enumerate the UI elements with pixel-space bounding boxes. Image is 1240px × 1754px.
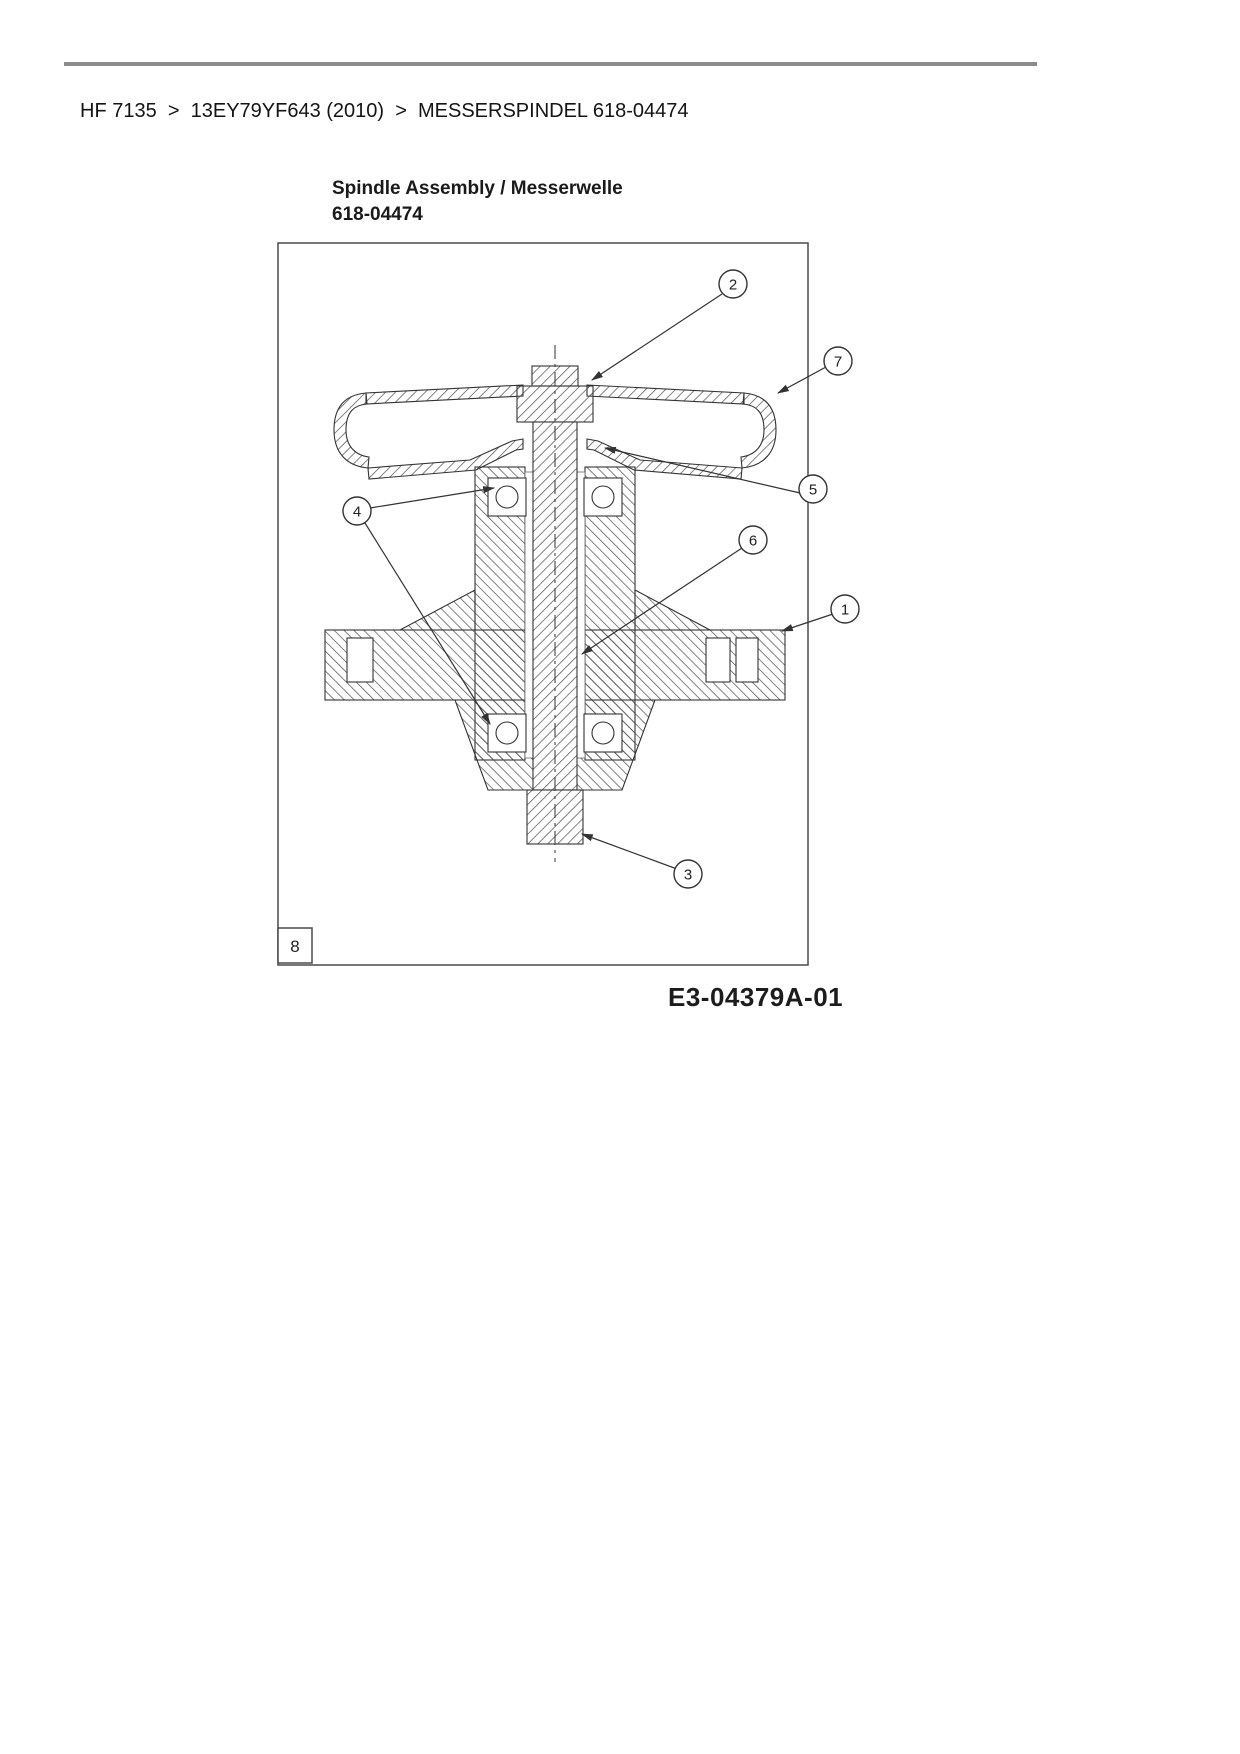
- callout-4-label: 4: [353, 503, 361, 520]
- drawing-number: E3-04379A-01: [668, 982, 844, 1012]
- callout-1-label: 1: [841, 601, 849, 618]
- diagram-title-line1: Spindle Assembly / Messerwelle: [332, 178, 623, 199]
- bearings: [487, 477, 623, 753]
- callout-8-label: 8: [290, 937, 299, 956]
- flange-slot: [346, 637, 374, 683]
- callout-6: 6: [738, 525, 768, 555]
- callout-5-label: 5: [809, 481, 817, 498]
- callout-5: 5: [798, 474, 828, 504]
- breadcrumb: HF 7135 > 13EY79YF643 (2010) > MESSERSPI…: [80, 100, 689, 122]
- bearing-ball-icon: [495, 721, 519, 745]
- callout-7: 7: [823, 346, 853, 376]
- callout-2: 2: [718, 269, 748, 299]
- flange-slot: [735, 637, 759, 683]
- bearing-bottom-left: [487, 713, 527, 753]
- callout-6-label: 6: [749, 532, 757, 549]
- spindle-assembly-drawing: 2 7 5 4 6 1 3 8: [277, 242, 860, 966]
- bearing-ball-icon: [591, 485, 615, 509]
- diagram-title-line2: 618-04474: [332, 204, 423, 225]
- callout-7-label: 7: [834, 353, 842, 370]
- flange-slot: [705, 637, 731, 683]
- bearing-ball-icon: [591, 721, 615, 745]
- diagram-title: Spindle Assembly / Messerwelle 618-04474: [332, 176, 623, 228]
- leader-lines: [364, 293, 834, 870]
- callout-8-box: 8: [277, 927, 313, 964]
- callout-4: 4: [342, 496, 372, 526]
- header-divider: [64, 62, 1037, 66]
- callout-3-label: 3: [684, 866, 692, 883]
- callout-1: 1: [830, 594, 860, 624]
- callout-3: 3: [673, 859, 703, 889]
- bearing-ball-icon: [495, 485, 519, 509]
- callout-2-label: 2: [729, 276, 737, 293]
